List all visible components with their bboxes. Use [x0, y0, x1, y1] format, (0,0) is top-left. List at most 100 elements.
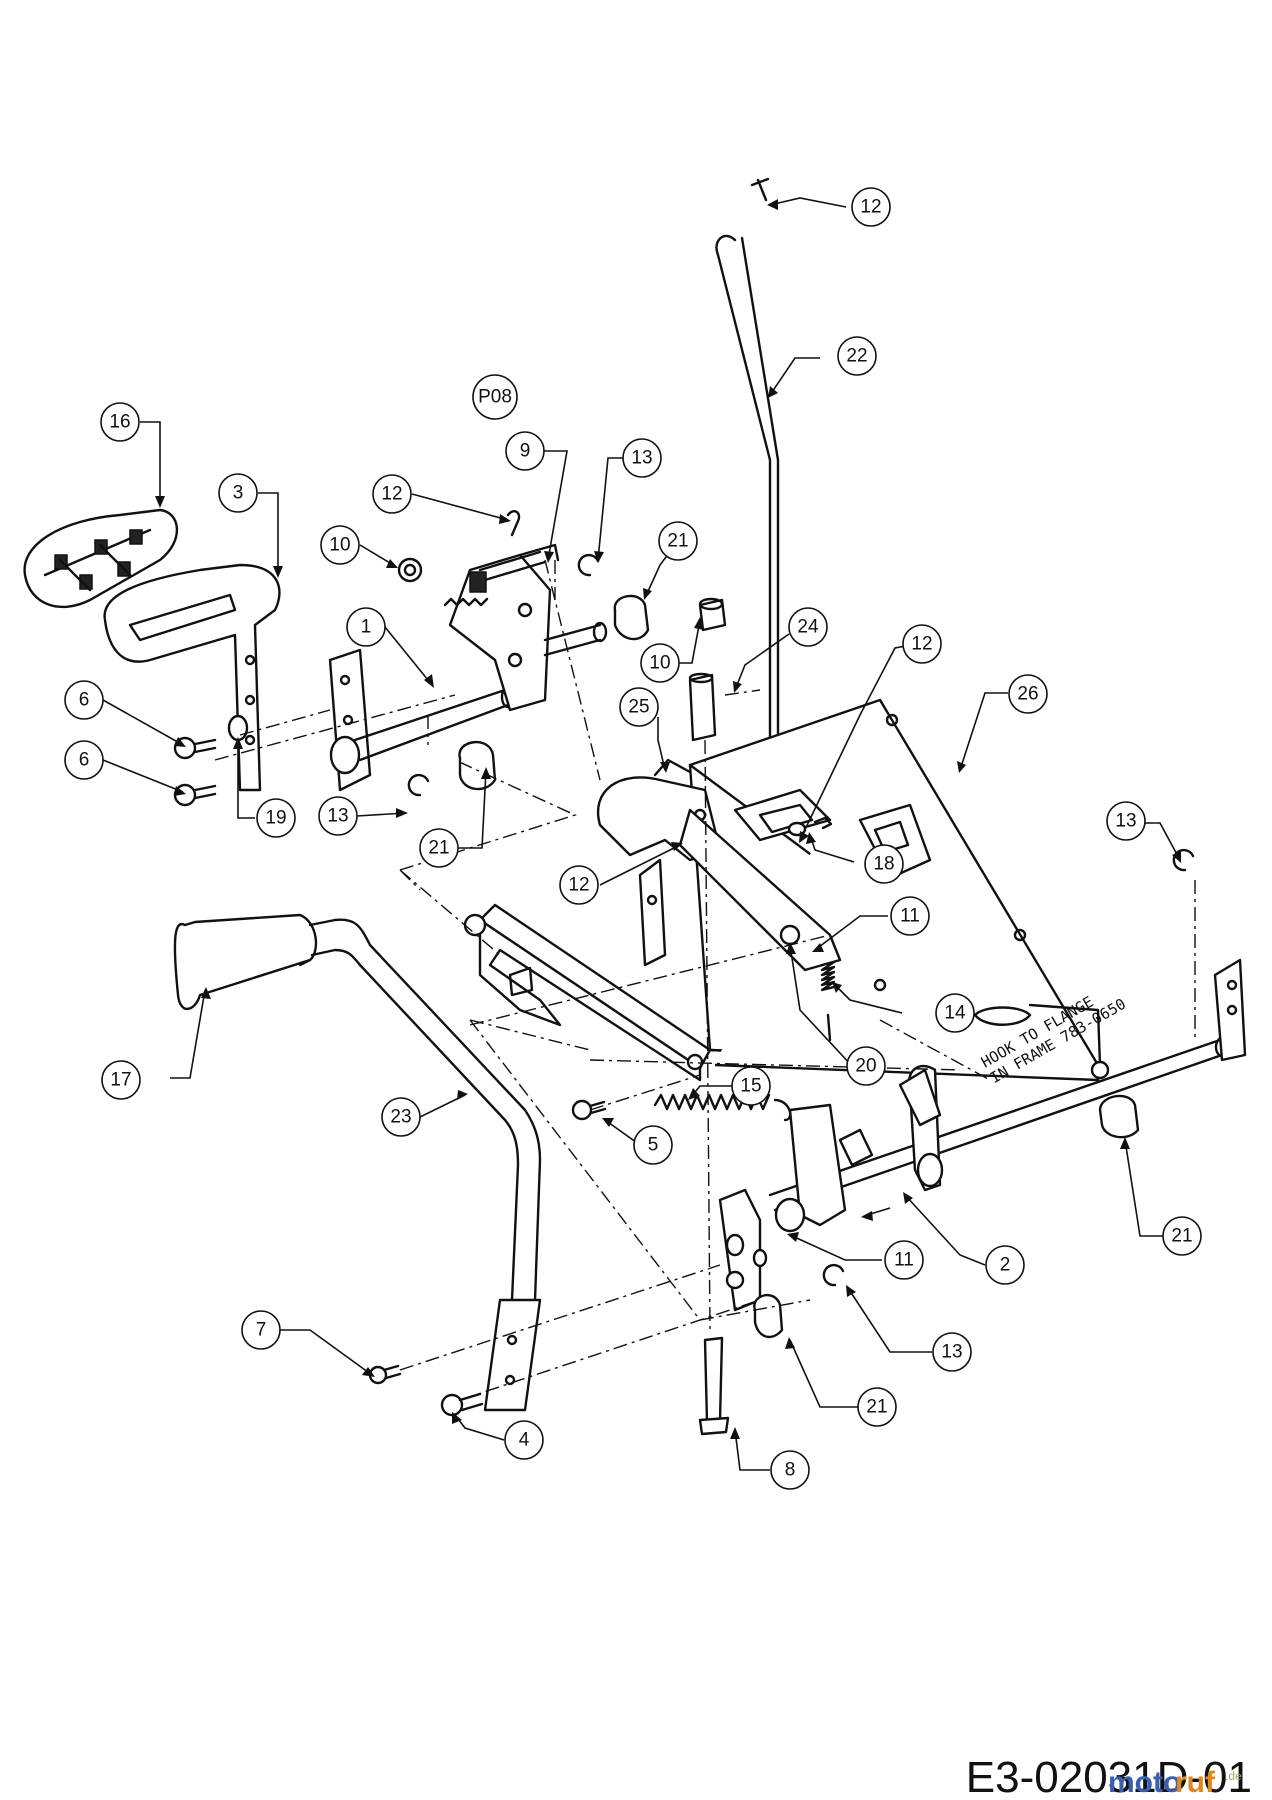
callout-21-upper: 21: [658, 521, 698, 561]
callout-22: 22: [837, 336, 877, 376]
part-8-bolt: [698, 1336, 730, 1436]
svg-text:8: 8: [785, 1460, 796, 1481]
callout-1: 1: [346, 607, 386, 647]
part-3-pedal-bracket: [103, 563, 281, 792]
callout-20: 20: [846, 1046, 886, 1086]
callout-13-upper: 13: [622, 438, 662, 478]
svg-text:6: 6: [79, 690, 90, 711]
svg-text:19: 19: [265, 808, 286, 829]
svg-text:17: 17: [110, 1070, 131, 1091]
part-24-spacer: [688, 597, 727, 742]
svg-text:12: 12: [911, 634, 932, 655]
callout-bubbles: 16 3 1 6 6 19 10 12 P08 9 13 21 13 21 10…: [64, 187, 1202, 1490]
svg-text:3: 3: [233, 483, 244, 504]
callout-26: 26: [1008, 674, 1048, 714]
watermark-suffix: .de: [1225, 1769, 1242, 1783]
part-cross-member: [463, 858, 712, 1082]
svg-text:13: 13: [1115, 811, 1136, 832]
svg-text:12: 12: [860, 197, 881, 218]
callout-3: 3: [218, 473, 258, 513]
callout-9: 9: [505, 431, 545, 471]
watermark-logo: moto ruf .de: [1108, 1766, 1242, 1799]
svg-text:21: 21: [866, 1397, 887, 1418]
callout-24: 24: [788, 607, 828, 647]
callout-13-right: 13: [1106, 801, 1146, 841]
svg-text:11: 11: [894, 1250, 914, 1271]
svg-text:21: 21: [667, 531, 688, 552]
svg-text:26: 26: [1017, 684, 1038, 705]
callout-10-left: 10: [320, 525, 360, 565]
svg-text:22: 22: [846, 346, 867, 367]
svg-text:10: 10: [329, 535, 350, 556]
part-6-19-bolts-washer: [173, 714, 249, 807]
callout-12-right: 12: [902, 624, 942, 664]
svg-text:11: 11: [900, 906, 920, 927]
callout-21-lower: 21: [857, 1387, 897, 1427]
svg-text:14: 14: [944, 1003, 966, 1024]
svg-text:5: 5: [648, 1135, 659, 1156]
svg-text:4: 4: [519, 1430, 530, 1451]
part-9-pin-spring: [397, 510, 547, 607]
svg-text:20: 20: [855, 1056, 876, 1077]
callout-15: 15: [731, 1066, 771, 1106]
svg-text:6: 6: [79, 750, 90, 771]
watermark-part-2: ruf: [1175, 1766, 1216, 1799]
callout-12-mid: 12: [559, 865, 599, 905]
callout-14: 14: [935, 993, 975, 1033]
part-lower-clips: [752, 848, 1195, 1339]
svg-text:1: 1: [361, 617, 372, 638]
svg-text:23: 23: [390, 1107, 411, 1128]
callout-7: 7: [241, 1310, 281, 1350]
callout-16: 16: [100, 402, 140, 442]
callout-4: 4: [504, 1420, 544, 1460]
part-2-rear-shaft: [718, 958, 1247, 1312]
part-15-spring: [571, 1093, 792, 1122]
callout-23: 23: [381, 1097, 421, 1137]
callout-17: 17: [101, 1060, 141, 1100]
callout-P08: P08: [472, 374, 518, 420]
callout-11-lower: 11: [884, 1240, 924, 1280]
callout-13-lower: 13: [932, 1332, 972, 1372]
part-16-foot-pad: [23, 508, 179, 609]
svg-text:21: 21: [428, 838, 449, 859]
callout-8: 8: [770, 1450, 810, 1490]
callout-2: 2: [985, 1245, 1025, 1285]
part-23-handle: [173, 913, 542, 1412]
watermark-part-1: moto: [1108, 1766, 1181, 1799]
callout-6-upper: 6: [64, 680, 104, 720]
callout-6-lower: 6: [64, 740, 104, 780]
part-22-control-rod: [715, 177, 780, 792]
callout-21-right: 21: [1162, 1216, 1202, 1256]
callout-13-left: 13: [318, 796, 358, 836]
svg-text:12: 12: [568, 875, 589, 896]
svg-text:13: 13: [941, 1342, 962, 1363]
callout-10-right: 10: [640, 643, 680, 683]
svg-text:15: 15: [740, 1076, 761, 1097]
svg-text:24: 24: [797, 617, 819, 638]
svg-text:18: 18: [873, 854, 894, 875]
part-1-shaft-assembly: [328, 543, 608, 792]
svg-text:7: 7: [256, 1320, 267, 1341]
leader-arrowheads: [155, 199, 1181, 1439]
callout-21-left: 21: [419, 828, 459, 868]
drawing-code: E3-02031D-01: [966, 1753, 1252, 1800]
svg-text:13: 13: [631, 448, 652, 469]
part-14-spring: [820, 960, 836, 1042]
svg-text:16: 16: [109, 412, 130, 433]
svg-text:25: 25: [628, 697, 649, 718]
svg-text:21: 21: [1171, 1226, 1192, 1247]
svg-text:2: 2: [1000, 1255, 1011, 1276]
svg-text:P08: P08: [478, 387, 512, 408]
callout-11-upper: 11: [890, 896, 930, 936]
callout-5: 5: [633, 1125, 673, 1165]
callout-18: 18: [864, 844, 904, 884]
callout-19: 19: [256, 798, 296, 838]
part-25-pivot-lever: [597, 758, 842, 972]
callout-12-upper: 12: [372, 474, 412, 514]
svg-text:10: 10: [649, 653, 670, 674]
callout-25: 25: [619, 687, 659, 727]
svg-text:12: 12: [381, 484, 402, 505]
svg-text:13: 13: [327, 806, 348, 827]
callout-12-top: 12: [851, 187, 891, 227]
